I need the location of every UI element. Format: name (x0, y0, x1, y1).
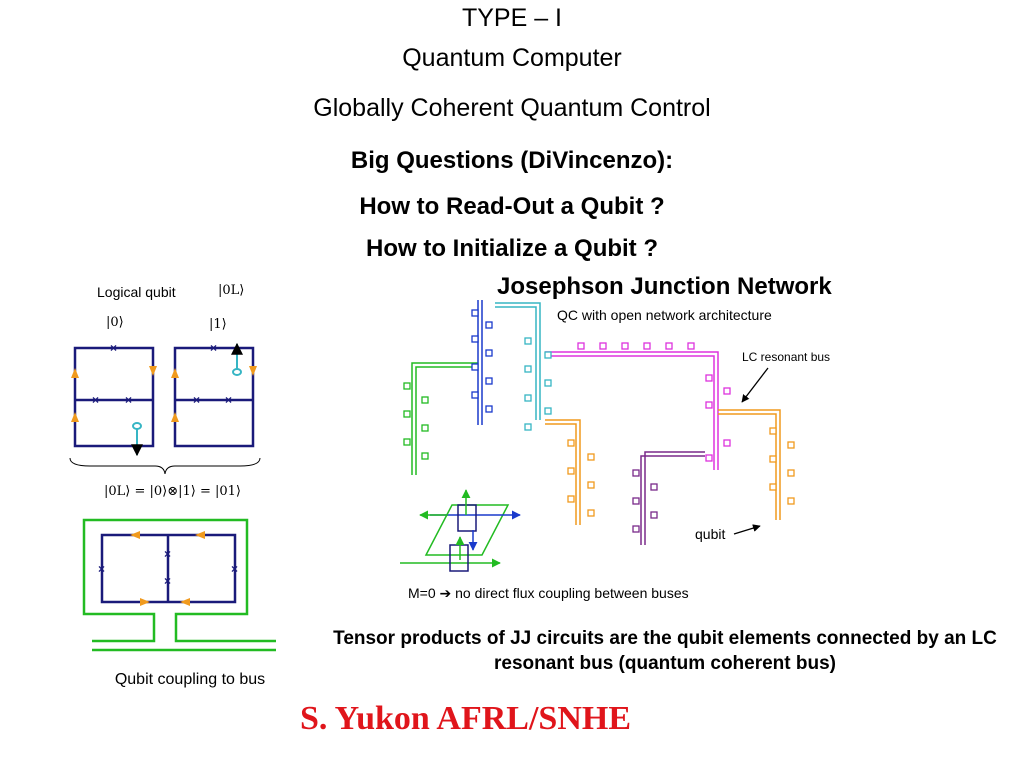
lc-bus-label: LC resonant bus (742, 350, 831, 364)
qubit-one-junctions: × × × (193, 341, 232, 407)
qubit-zero-junctions: × × × (92, 341, 132, 407)
grouping-brace (69, 457, 261, 475)
svg-text:×: × (98, 562, 105, 576)
qubit-label: qubit (695, 526, 726, 542)
m0-inset (400, 489, 521, 572)
logical-equation: |0L⟩ = |0⟩⊗|1⟩ = |01⟩ (104, 484, 242, 499)
svg-text:×: × (164, 547, 171, 561)
qubit-coupling-label: Qubit coupling to bus (114, 671, 266, 688)
author: S. Yukon AFRL/SNHE (300, 700, 632, 737)
ket-one: |1⟩ (209, 317, 227, 332)
network-title: Josephson Junction Network (497, 273, 832, 300)
lc-bus-pointer (741, 367, 769, 403)
svg-text:×: × (92, 393, 99, 407)
qubit-zero-circuit (73, 346, 155, 448)
coupling-circuit (100, 533, 237, 604)
qubit-one-circuit (173, 346, 255, 448)
qubit-one-flux (231, 342, 243, 376)
jj-network (411, 300, 781, 545)
title-line-1: TYPE – I (461, 4, 563, 32)
title-line-2: Quantum Computer (402, 44, 622, 72)
network-subtitle: QC with open network architecture (557, 307, 772, 323)
jj-elements (403, 309, 795, 533)
svg-text:×: × (125, 393, 132, 407)
svg-text:×: × (210, 341, 217, 355)
qubit-zero-flux (131, 422, 143, 457)
svg-text:×: × (231, 562, 238, 576)
tensor-product-text: Tensor products of JJ circuits are the q… (333, 628, 997, 674)
logical-qubit-label: Logical qubit (97, 284, 176, 300)
svg-text:×: × (164, 574, 171, 588)
coupling-junctions: × × × × (98, 547, 238, 588)
qubit-one-arrows (171, 366, 257, 422)
subtitle: Globally Coherent Quantum Control (313, 94, 711, 122)
question-initialize: How to Initialize a Qubit ? (366, 235, 658, 262)
svg-text:×: × (193, 393, 200, 407)
coupling-bus-outline (82, 518, 276, 652)
question-readout: How to Read-Out a Qubit ? (359, 193, 665, 220)
svg-text:×: × (110, 341, 117, 355)
m0-label: M=0 ➔ no direct flux coupling between bu… (408, 585, 689, 601)
logical-ket: |0L⟩ (218, 283, 245, 298)
qubit-pointer (733, 524, 761, 535)
qubit-zero-arrows (71, 366, 157, 422)
coupling-arrows (130, 531, 205, 606)
svg-text:×: × (225, 393, 232, 407)
ket-zero: |0⟩ (106, 315, 124, 330)
big-questions: Big Questions (DiVincenzo): (350, 147, 674, 174)
